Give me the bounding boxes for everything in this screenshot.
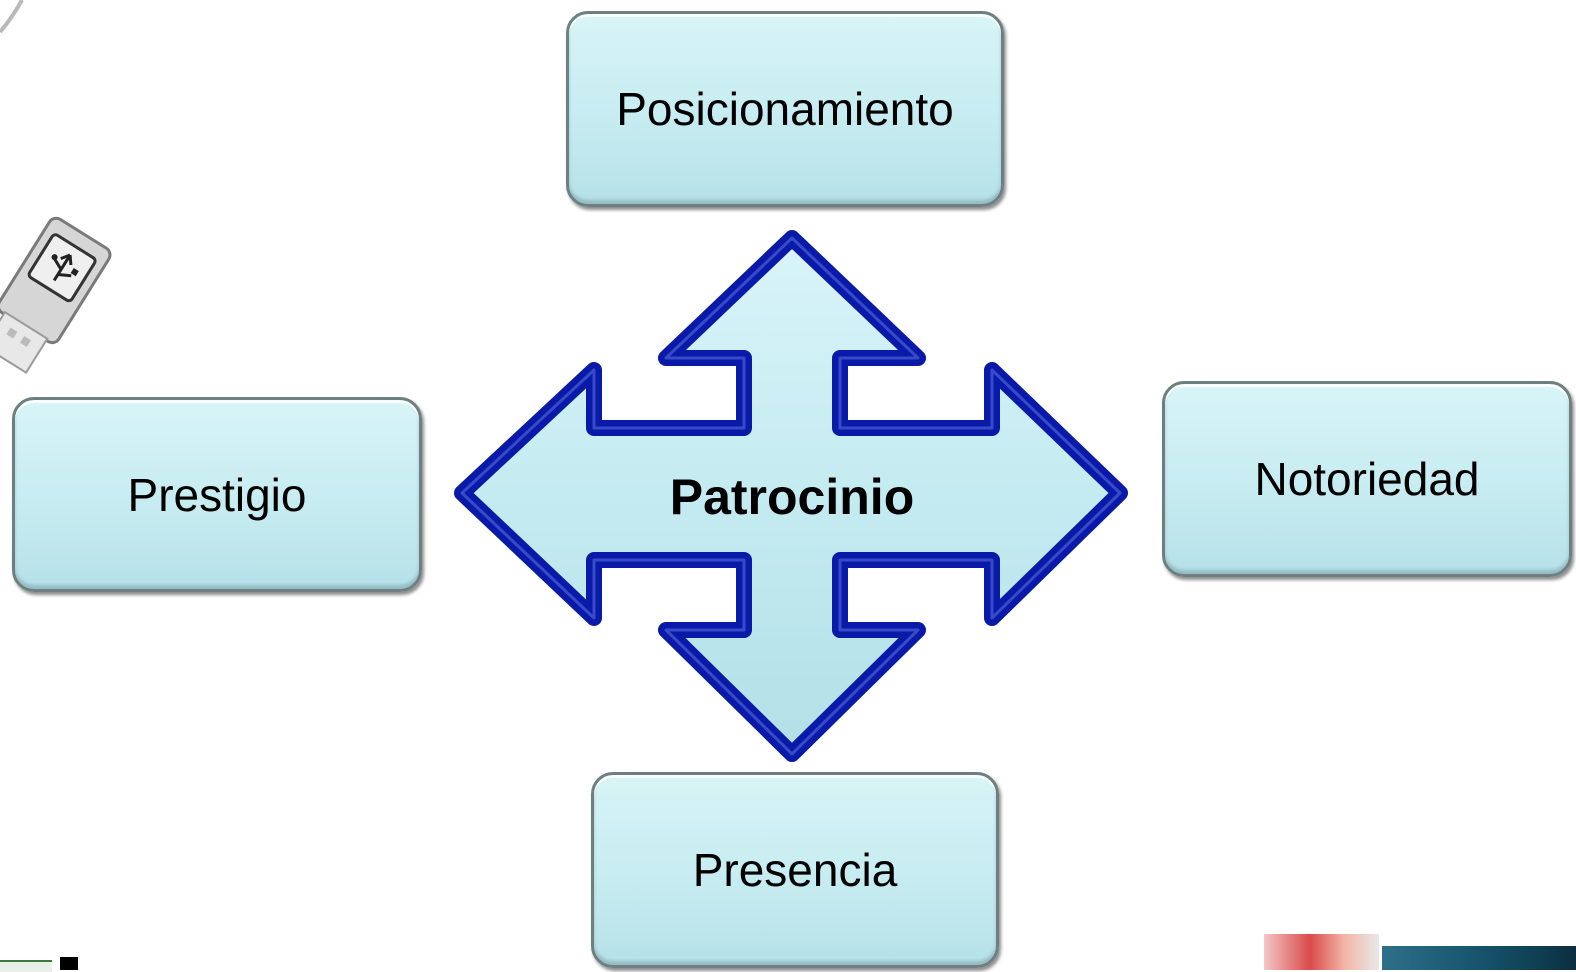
corner-fragment-top-left [0,0,24,34]
node-top-label: Posicionamiento [616,83,954,135]
node-bottom-label: Presencia [692,844,898,896]
center-label: Patrocinio [669,469,915,525]
usb-drive-icon [0,216,112,374]
logo-fragment-bottom-left [0,957,80,972]
node-top-box: Posicionamiento [566,11,1004,207]
node-bottom-box: Presencia [591,772,999,968]
image-fragment-bottom-right [1264,934,1576,970]
node-left-box: Prestigio [12,397,422,592]
node-right-label: Notoriedad [1254,453,1480,505]
node-left-label: Prestigio [127,468,307,521]
node-right-box: Notoriedad [1162,381,1572,577]
